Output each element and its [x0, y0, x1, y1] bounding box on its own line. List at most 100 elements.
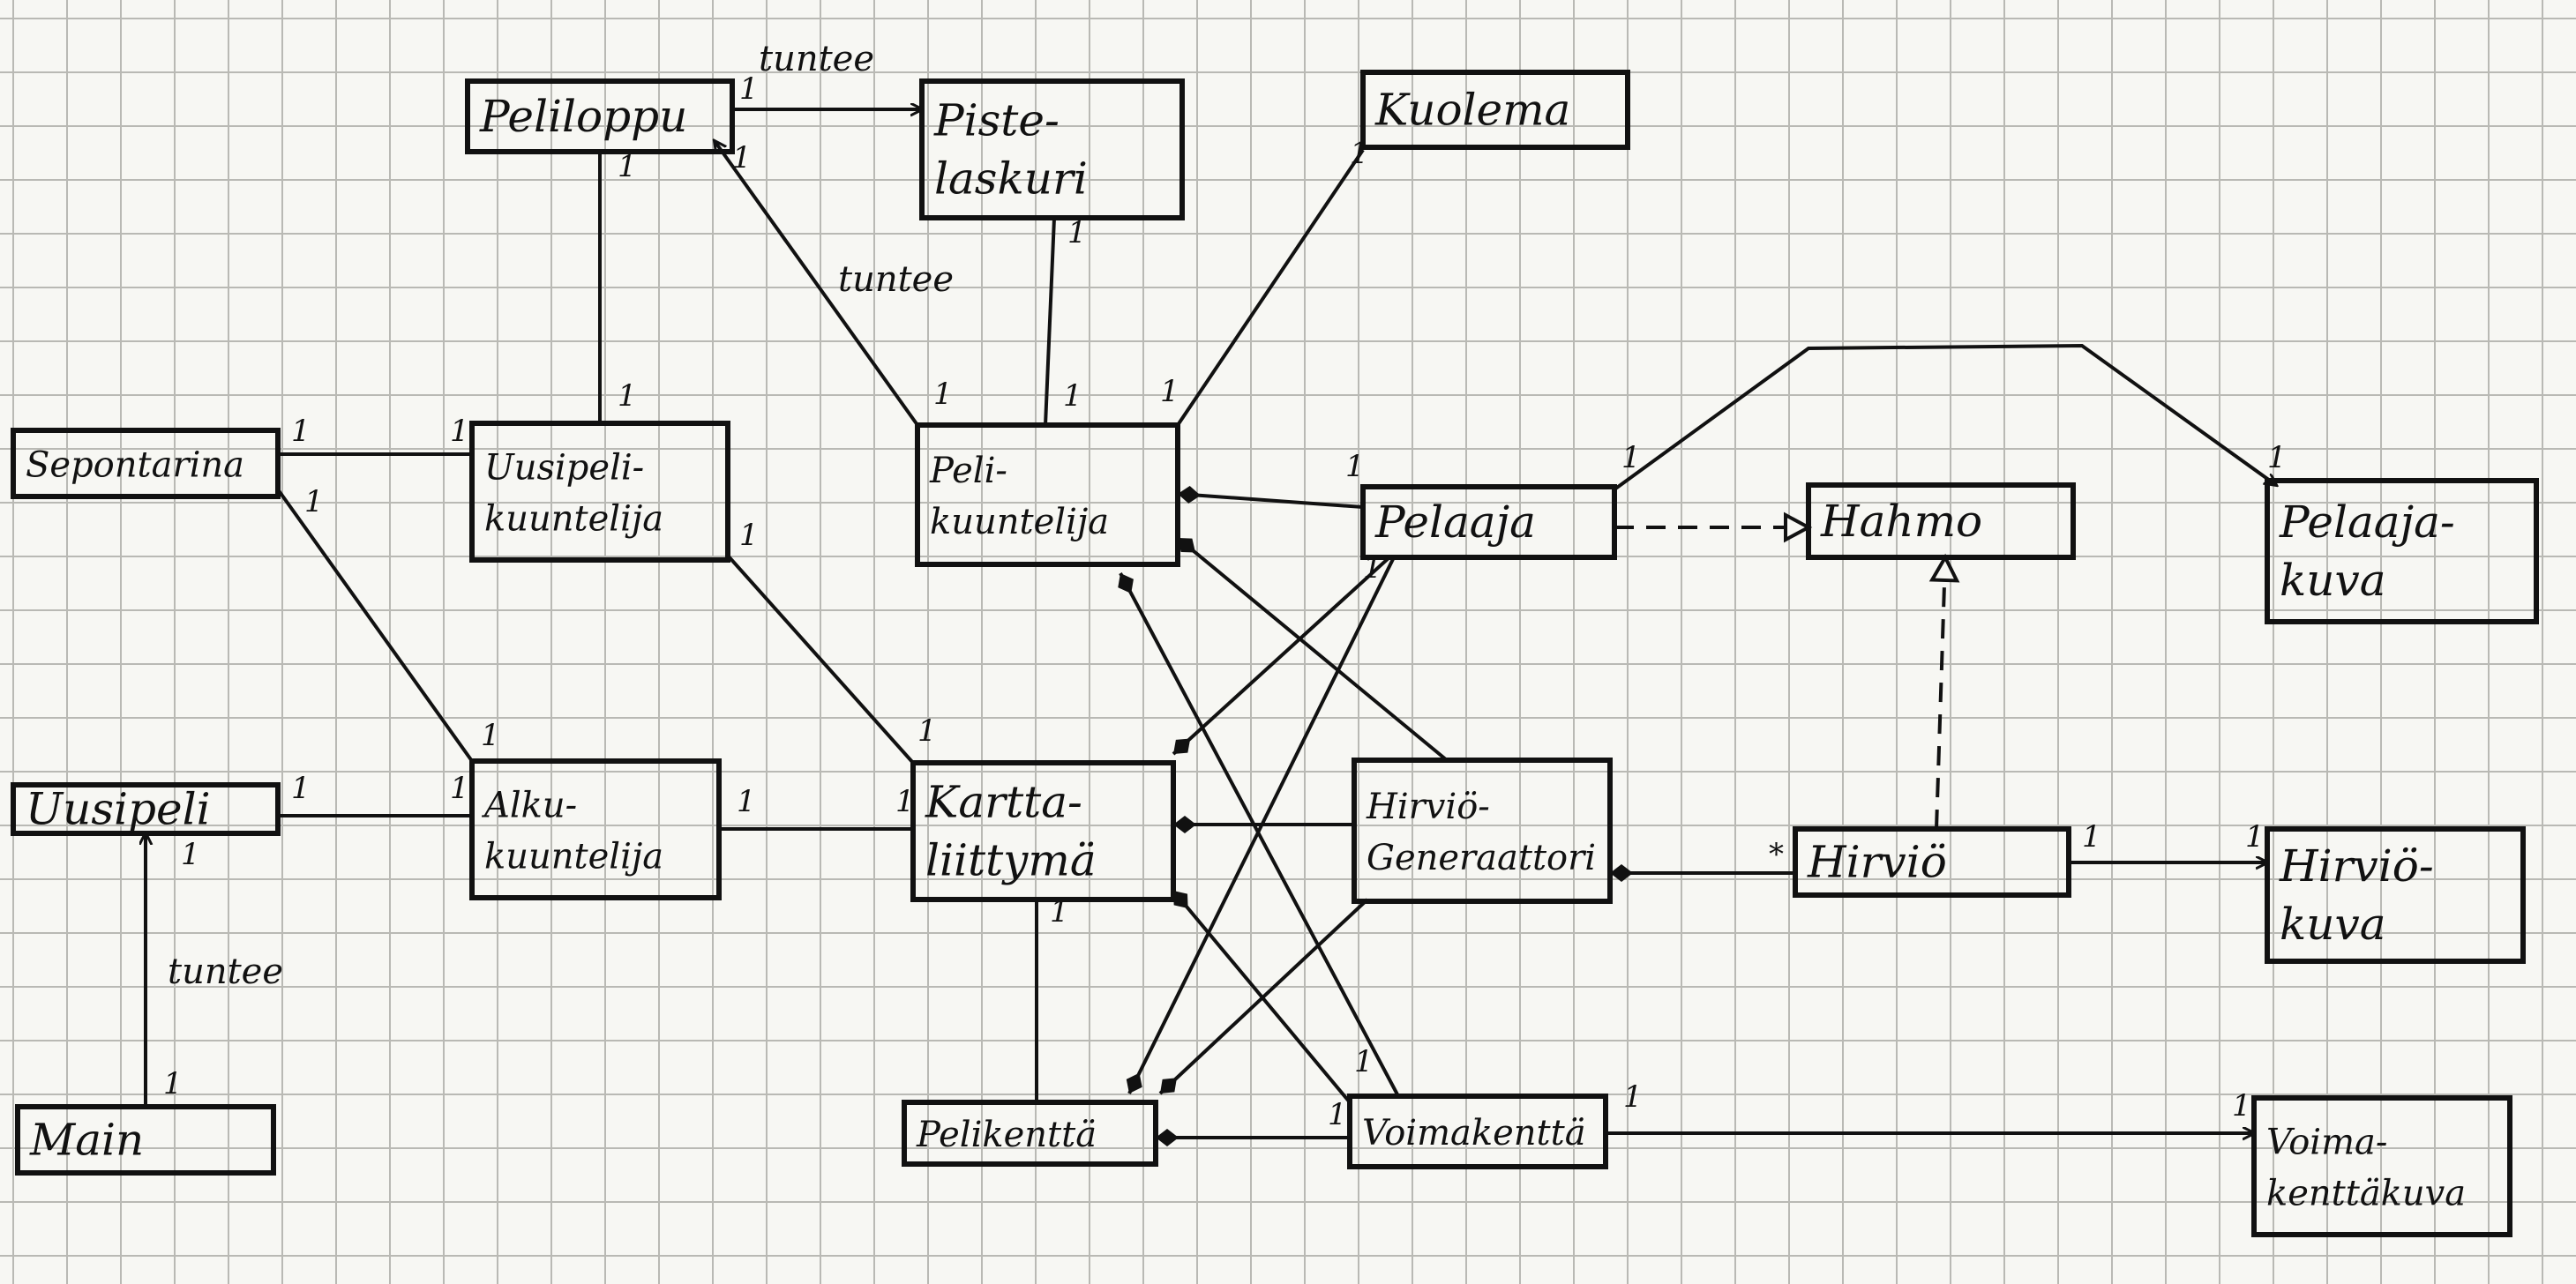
- edge-pelaaja-hahmo: [1614, 511, 1813, 543]
- class-box-border: [915, 422, 1180, 567]
- class-box-uusipelikuuntelija: Uusipeli-kuuntelija: [469, 421, 730, 563]
- multiplicity-from: 1: [618, 378, 637, 414]
- composition-diamond: [1610, 864, 1633, 882]
- class-name-line: Voimakenttä: [1362, 1113, 1586, 1153]
- class-box-border: [2265, 478, 2539, 624]
- multiplicity-to: 1: [481, 718, 500, 753]
- class-box-uusipeli: Uusipeli: [11, 782, 281, 836]
- multiplicity-to: *: [1769, 837, 1784, 872]
- class-name-line: Hirviö: [1807, 837, 1947, 888]
- class-name-line: kenttäkuva: [2266, 1174, 2466, 1214]
- composition-diamond: [1173, 738, 1191, 754]
- multiplicity-to: 1: [1350, 136, 1369, 171]
- composition-diamond: [1156, 1129, 1179, 1146]
- edge-pelikuuntelija-kuolema: 11: [1160, 136, 1369, 427]
- realization-triangle: [1784, 511, 1813, 543]
- class-box-main: Main: [15, 1104, 276, 1176]
- edge-label: tuntee: [168, 952, 283, 992]
- composition-diamond: [1173, 816, 1196, 833]
- multiplicity-from: 1: [1160, 374, 1179, 409]
- class-name-line: Kuolema: [1374, 85, 1570, 136]
- class-box-border: [465, 78, 735, 154]
- edge-voima-kartta: 1: [1172, 889, 1374, 1104]
- edge-line: [1176, 536, 1449, 762]
- multiplicity-to: 1: [2232, 1088, 2251, 1124]
- class-name-line: kuva: [2280, 899, 2386, 950]
- class-name-line: Hirviö-: [2279, 840, 2434, 892]
- class-box-hirvio: Hirviö: [1793, 826, 2071, 898]
- class-name-line: Pelaaja-: [2279, 496, 2455, 548]
- edge-line: [1176, 148, 1365, 427]
- multiplicity-from: 1: [304, 484, 324, 519]
- edge-voima-pelikuuntelija: [1118, 572, 1400, 1097]
- multiplicity-from: 1: [163, 1066, 183, 1101]
- class-box-sepontarina: Sepontarina: [11, 428, 281, 499]
- edge-line: [1172, 889, 1352, 1104]
- realization-triangle: [1928, 553, 1960, 583]
- class-box-hahmo: Hahmo: [1806, 482, 2076, 560]
- class-name-line: Main: [29, 1115, 144, 1166]
- class-box-border: [11, 782, 281, 836]
- class-box-pelaaja: Pelaaja: [1360, 484, 1617, 560]
- composition-diamond: [1160, 1078, 1177, 1094]
- class-box-karttaliittyma: Kartta-liittymä: [910, 760, 1176, 902]
- class-name-line: Uusipeli: [26, 784, 211, 835]
- class-box-hirviogeneraattori: Hirviö-Generaattori: [1352, 758, 1613, 904]
- composition-diamond: [1173, 891, 1188, 908]
- class-box-border: [15, 1104, 276, 1176]
- edge-line: [715, 141, 919, 427]
- multiplicity-to: 1: [917, 713, 937, 749]
- multiplicity-from: 1: [291, 414, 311, 449]
- multiplicity-to: 1: [2245, 819, 2265, 855]
- multiplicity-from: 1: [2082, 819, 2101, 855]
- multiplicity-from: 1: [739, 71, 759, 107]
- multiplicity-from: 1: [291, 771, 311, 806]
- edge-voima-pelikentta: 1: [1156, 1097, 1350, 1146]
- multiplicity-from: 1: [1354, 1044, 1374, 1079]
- class-name-line: kuva: [2280, 555, 2386, 606]
- multiplicity-from: 1: [1621, 440, 1641, 475]
- multiplicity-to: 1: [450, 771, 469, 806]
- class-box-border: [1806, 482, 2076, 560]
- class-name-line: Hirviö-: [1366, 787, 1490, 827]
- edge-generaattori-pelikuuntelija: [1176, 536, 1449, 762]
- edge-pelikuuntelija-pistelaskuri: 11: [1044, 215, 1087, 426]
- class-box-pistelaskuri: Piste-laskuri: [919, 78, 1185, 220]
- class-box-border: [1347, 1094, 1608, 1169]
- edge-line: [1044, 217, 1056, 426]
- class-name-line: Alku-: [481, 786, 577, 826]
- boxes-layer: Peliloppu Piste-laskuri KuolemaSepontarina…: [11, 70, 2539, 1237]
- multiplicity-from: 1: [1623, 1079, 1643, 1115]
- class-name-line: Kartta-: [925, 777, 1082, 828]
- class-name-line: Pelikenttä: [916, 1115, 1097, 1155]
- class-name-line: Piste-: [933, 95, 1060, 146]
- class-box-kuolema: Kuolema: [1360, 70, 1630, 150]
- class-name-line: Voima-: [2266, 1123, 2387, 1163]
- class-name-line: Pelaaja: [1374, 496, 1536, 548]
- multiplicity-to: 1: [1067, 215, 1087, 250]
- class-box-hirviokuva: Hirviö-kuva: [2265, 826, 2526, 964]
- multiplicity-from: 1: [933, 377, 953, 412]
- class-box-pelaajakuva: Pelaaja-kuva: [2265, 478, 2539, 624]
- class-name-line: kuuntelija: [484, 499, 663, 540]
- class-name-line: Peli-: [929, 451, 1007, 491]
- class-box-border: [11, 428, 281, 499]
- edge-line: [1119, 572, 1400, 1097]
- edge-hirvio-hahmo: [1928, 553, 1960, 830]
- class-box-voimakenttakuva: Voima-kenttäkuva: [2251, 1095, 2512, 1237]
- multiplicity-to: 1: [895, 784, 915, 819]
- class-name-line: Peliloppu: [479, 91, 687, 142]
- edge-label: tuntee: [759, 39, 874, 79]
- class-name-line: Uusipeli-: [484, 448, 644, 489]
- class-name-line: Hahmo: [1820, 496, 1982, 547]
- class-box-peliloppu: Peliloppu: [465, 78, 735, 154]
- edge-pelaaja-pelikentta: [1126, 556, 1396, 1094]
